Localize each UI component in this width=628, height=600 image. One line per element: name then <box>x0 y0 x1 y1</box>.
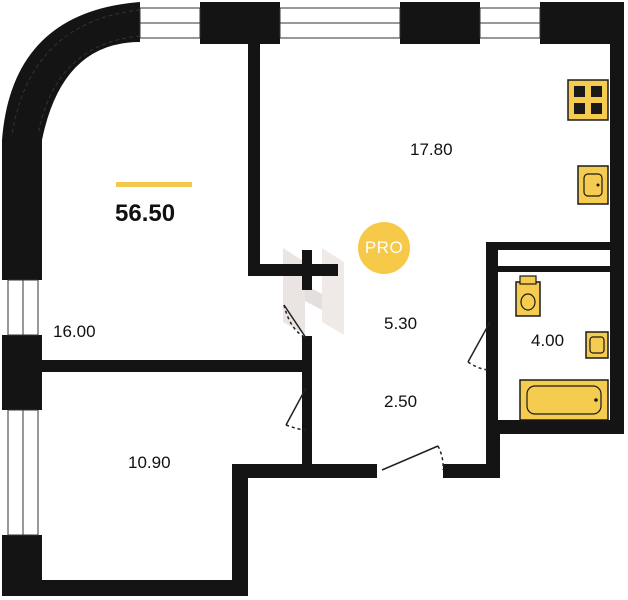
room-area-kitchen-living: 17.80 <box>410 140 453 159</box>
room-area-bathroom: 4.00 <box>531 331 565 350</box>
toilet-icon <box>515 275 541 317</box>
room-area-corridor: 2.50 <box>384 392 418 411</box>
watermark-logo <box>283 248 344 335</box>
sink-icon <box>585 331 609 359</box>
door-swing-icon <box>283 304 491 471</box>
room-area-bedroom: 16.00 <box>53 322 96 341</box>
room-area-small-room: 10.90 <box>128 453 171 472</box>
total-area: 56.50 <box>115 200 176 227</box>
window-icon <box>7 7 541 536</box>
bathtub-icon <box>519 379 609 421</box>
total-area-accent-line <box>116 182 192 187</box>
pro-badge: PRO <box>358 222 410 274</box>
sink-icon <box>577 165 609 205</box>
interior-walls <box>42 44 612 464</box>
stove-icon <box>567 79 609 121</box>
room-area-hall: 5.30 <box>384 314 418 333</box>
